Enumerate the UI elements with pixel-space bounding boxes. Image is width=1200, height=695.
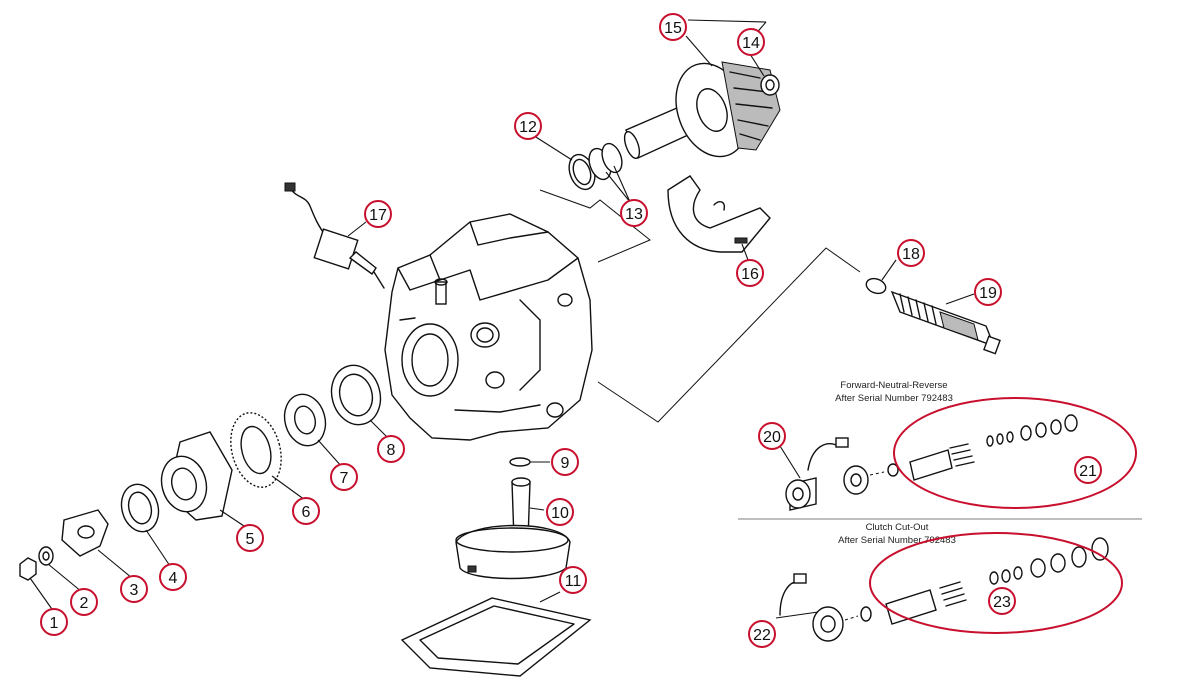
inset-fnr-title: Forward-Neutral-Reverse bbox=[840, 380, 947, 391]
front-component-stack bbox=[19, 364, 382, 581]
group-oval-21 bbox=[893, 397, 1137, 509]
svg-text:23: 23 bbox=[993, 594, 1011, 611]
svg-text:20: 20 bbox=[763, 429, 781, 446]
inset-clutch-title: Clutch Cut-Out bbox=[866, 522, 929, 533]
callout-16[interactable]: 16 bbox=[736, 259, 764, 287]
inset-fnr-subtitle: After Serial Number 792483 bbox=[835, 393, 953, 404]
callout-1[interactable]: 1 bbox=[40, 608, 68, 636]
svg-text:19: 19 bbox=[979, 285, 997, 302]
svg-text:11: 11 bbox=[565, 573, 582, 590]
svg-text:1: 1 bbox=[50, 615, 59, 632]
callout-19[interactable]: 19 bbox=[974, 278, 1002, 306]
callout-22[interactable]: 22 bbox=[748, 620, 776, 648]
callout-10[interactable]: 10 bbox=[546, 498, 574, 526]
svg-text:10: 10 bbox=[551, 505, 569, 522]
fnr-valve-stem-part bbox=[909, 414, 1078, 481]
seal-rings-part bbox=[568, 142, 623, 191]
svg-text:4: 4 bbox=[169, 570, 178, 587]
callout-13[interactable]: 13 bbox=[620, 199, 648, 227]
callout-12[interactable]: 12 bbox=[514, 112, 542, 140]
clutch-valve-stem-part bbox=[885, 537, 1109, 625]
oil-baffle-part bbox=[667, 175, 771, 253]
callout-18[interactable]: 18 bbox=[897, 239, 925, 267]
callout-9[interactable]: 9 bbox=[551, 448, 579, 476]
callout-8[interactable]: 8 bbox=[377, 435, 405, 463]
clutch-drum-shaft-part bbox=[623, 61, 781, 160]
svg-text:9: 9 bbox=[561, 455, 570, 472]
svg-text:21: 21 bbox=[1079, 463, 1097, 480]
transmission-housing bbox=[384, 213, 593, 441]
inset-clutch-caption: Clutch Cut-Out After Serial Number 79248… bbox=[838, 522, 956, 546]
callout-14[interactable]: 14 bbox=[737, 28, 765, 56]
callout-6[interactable]: 6 bbox=[292, 497, 320, 525]
fnr-solenoid-coil-part bbox=[785, 437, 899, 511]
svg-text:14: 14 bbox=[742, 35, 760, 52]
callout-21[interactable]: 21 bbox=[1074, 456, 1102, 484]
svg-text:6: 6 bbox=[302, 504, 311, 521]
callout-23[interactable]: 23 bbox=[988, 587, 1016, 615]
callout-15[interactable]: 15 bbox=[659, 13, 687, 41]
svg-text:8: 8 bbox=[387, 442, 396, 459]
pan-gasket-part bbox=[400, 597, 592, 677]
svg-text:13: 13 bbox=[625, 206, 643, 223]
callout-4[interactable]: 4 bbox=[159, 563, 187, 591]
callout-2[interactable]: 2 bbox=[70, 588, 98, 616]
svg-text:7: 7 bbox=[340, 470, 349, 487]
callout-11[interactable]: 11 bbox=[559, 566, 587, 594]
valve-spool-part bbox=[865, 277, 1001, 355]
explosion-guide-lines bbox=[539, 189, 861, 423]
svg-text:15: 15 bbox=[664, 20, 682, 37]
inset-fnr-caption: Forward-Neutral-Reverse After Serial Num… bbox=[835, 380, 953, 404]
svg-text:22: 22 bbox=[753, 627, 771, 644]
inset-clutch-subtitle: After Serial Number 792483 bbox=[838, 535, 956, 546]
svg-text:5: 5 bbox=[246, 531, 255, 548]
callout-17[interactable]: 17 bbox=[364, 200, 392, 228]
solenoid-valve-part bbox=[284, 182, 385, 289]
clutch-solenoid-coil-part bbox=[779, 573, 872, 642]
callout-7[interactable]: 7 bbox=[330, 463, 358, 491]
oil-pump-part bbox=[455, 457, 571, 580]
group-oval-23 bbox=[869, 532, 1123, 634]
svg-text:18: 18 bbox=[902, 246, 920, 263]
callout-20[interactable]: 20 bbox=[758, 422, 786, 450]
svg-text:3: 3 bbox=[130, 582, 139, 599]
callout-3[interactable]: 3 bbox=[120, 575, 148, 603]
svg-text:12: 12 bbox=[519, 119, 537, 136]
svg-text:16: 16 bbox=[741, 266, 759, 283]
callout-5[interactable]: 5 bbox=[236, 524, 264, 552]
svg-text:2: 2 bbox=[80, 595, 89, 612]
svg-text:17: 17 bbox=[369, 207, 387, 224]
